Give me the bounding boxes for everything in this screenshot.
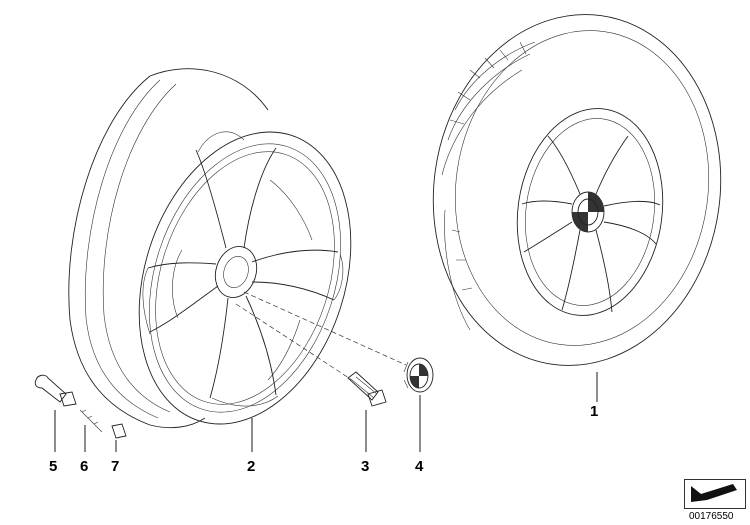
callout-1: 1 <box>590 403 599 420</box>
navigation-arrow-icon[interactable] <box>684 479 746 509</box>
callout-7: 7 <box>111 458 120 475</box>
callout-4: 4 <box>415 458 424 475</box>
valve-parts-drawing <box>34 374 127 439</box>
assembly-line-hubcap <box>243 291 407 366</box>
callout-6: 6 <box>80 458 89 475</box>
arrow-icon <box>691 484 737 502</box>
complete-wheel-drawing <box>432 14 722 366</box>
callout-5: 5 <box>49 458 58 475</box>
callout-2: 2 <box>247 458 256 475</box>
callout-3: 3 <box>361 458 370 475</box>
hub-cap-drawing <box>403 357 434 393</box>
wheel-rim-drawing <box>68 68 352 429</box>
wheel-bolt-drawing <box>347 371 387 407</box>
assembly-line-bolt <box>235 303 353 381</box>
catalog-number: 00176550 <box>689 511 734 522</box>
